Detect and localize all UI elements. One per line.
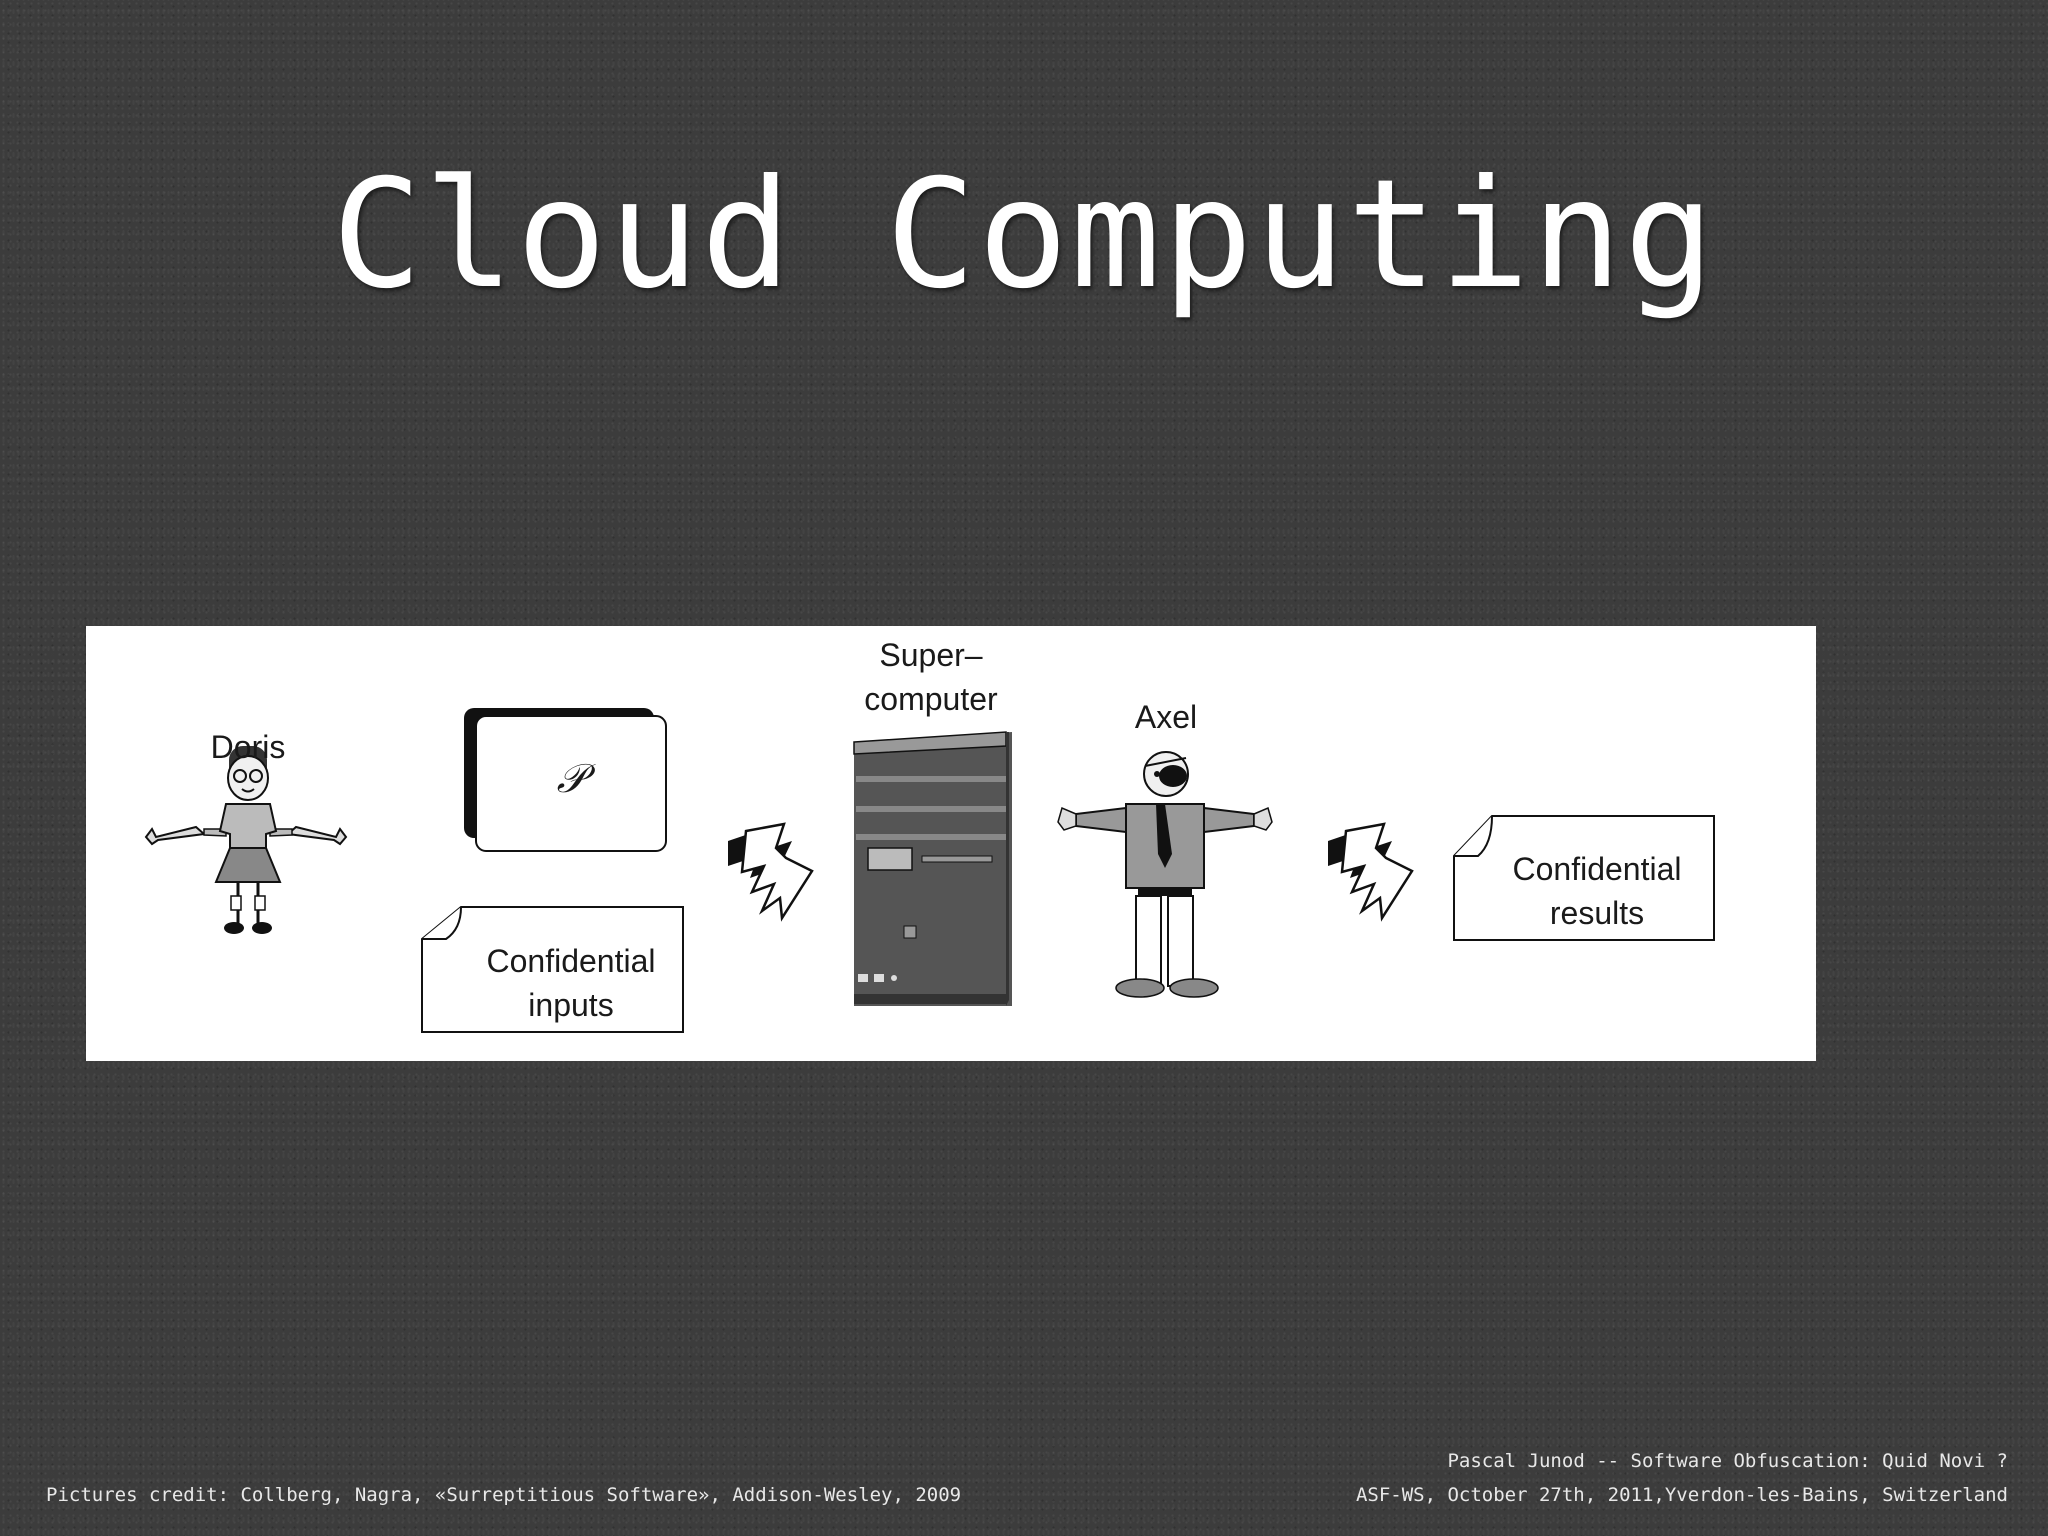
document-icon xyxy=(421,906,684,1033)
server-tower-icon xyxy=(853,731,1012,1006)
label-axel: Axel xyxy=(1134,699,1198,735)
footer-venue-line: ASF-WS, October 27th, 2011,Yverdon-les-B… xyxy=(1355,1484,2008,1506)
label-program: 𝒫 xyxy=(556,756,586,802)
slide-title: Cloud Computing xyxy=(331,148,1717,322)
figure-panel: Doris 𝒫 Confidential inputs Super– compu… xyxy=(86,626,1816,1061)
lightning-arrow-icon xyxy=(728,822,814,922)
label-inputs-line1: Confidential xyxy=(486,943,656,979)
label-super-line1: Super– xyxy=(879,637,983,673)
document-icon xyxy=(1453,815,1715,941)
footer-author-line: Pascal Junod -- Software Obfuscation: Qu… xyxy=(1447,1450,2008,1472)
lightning-arrow-icon xyxy=(1328,822,1414,922)
figure-illustration xyxy=(144,708,1715,1033)
label-inputs-line2: inputs xyxy=(528,987,614,1023)
label-doris: Doris xyxy=(210,729,286,765)
footer-credit: Pictures credit: Collberg, Nagra, «Surre… xyxy=(46,1484,962,1506)
girl-figure-icon xyxy=(144,746,348,934)
footer-info: Pascal Junod -- Software Obfuscation: Qu… xyxy=(1356,1444,2008,1512)
label-results-line1: Confidential xyxy=(1512,851,1682,887)
program-card-icon xyxy=(464,708,667,852)
label-results-line2: results xyxy=(1549,895,1645,931)
label-super-line2: computer xyxy=(864,681,998,717)
man-figure-icon xyxy=(1057,751,1273,998)
